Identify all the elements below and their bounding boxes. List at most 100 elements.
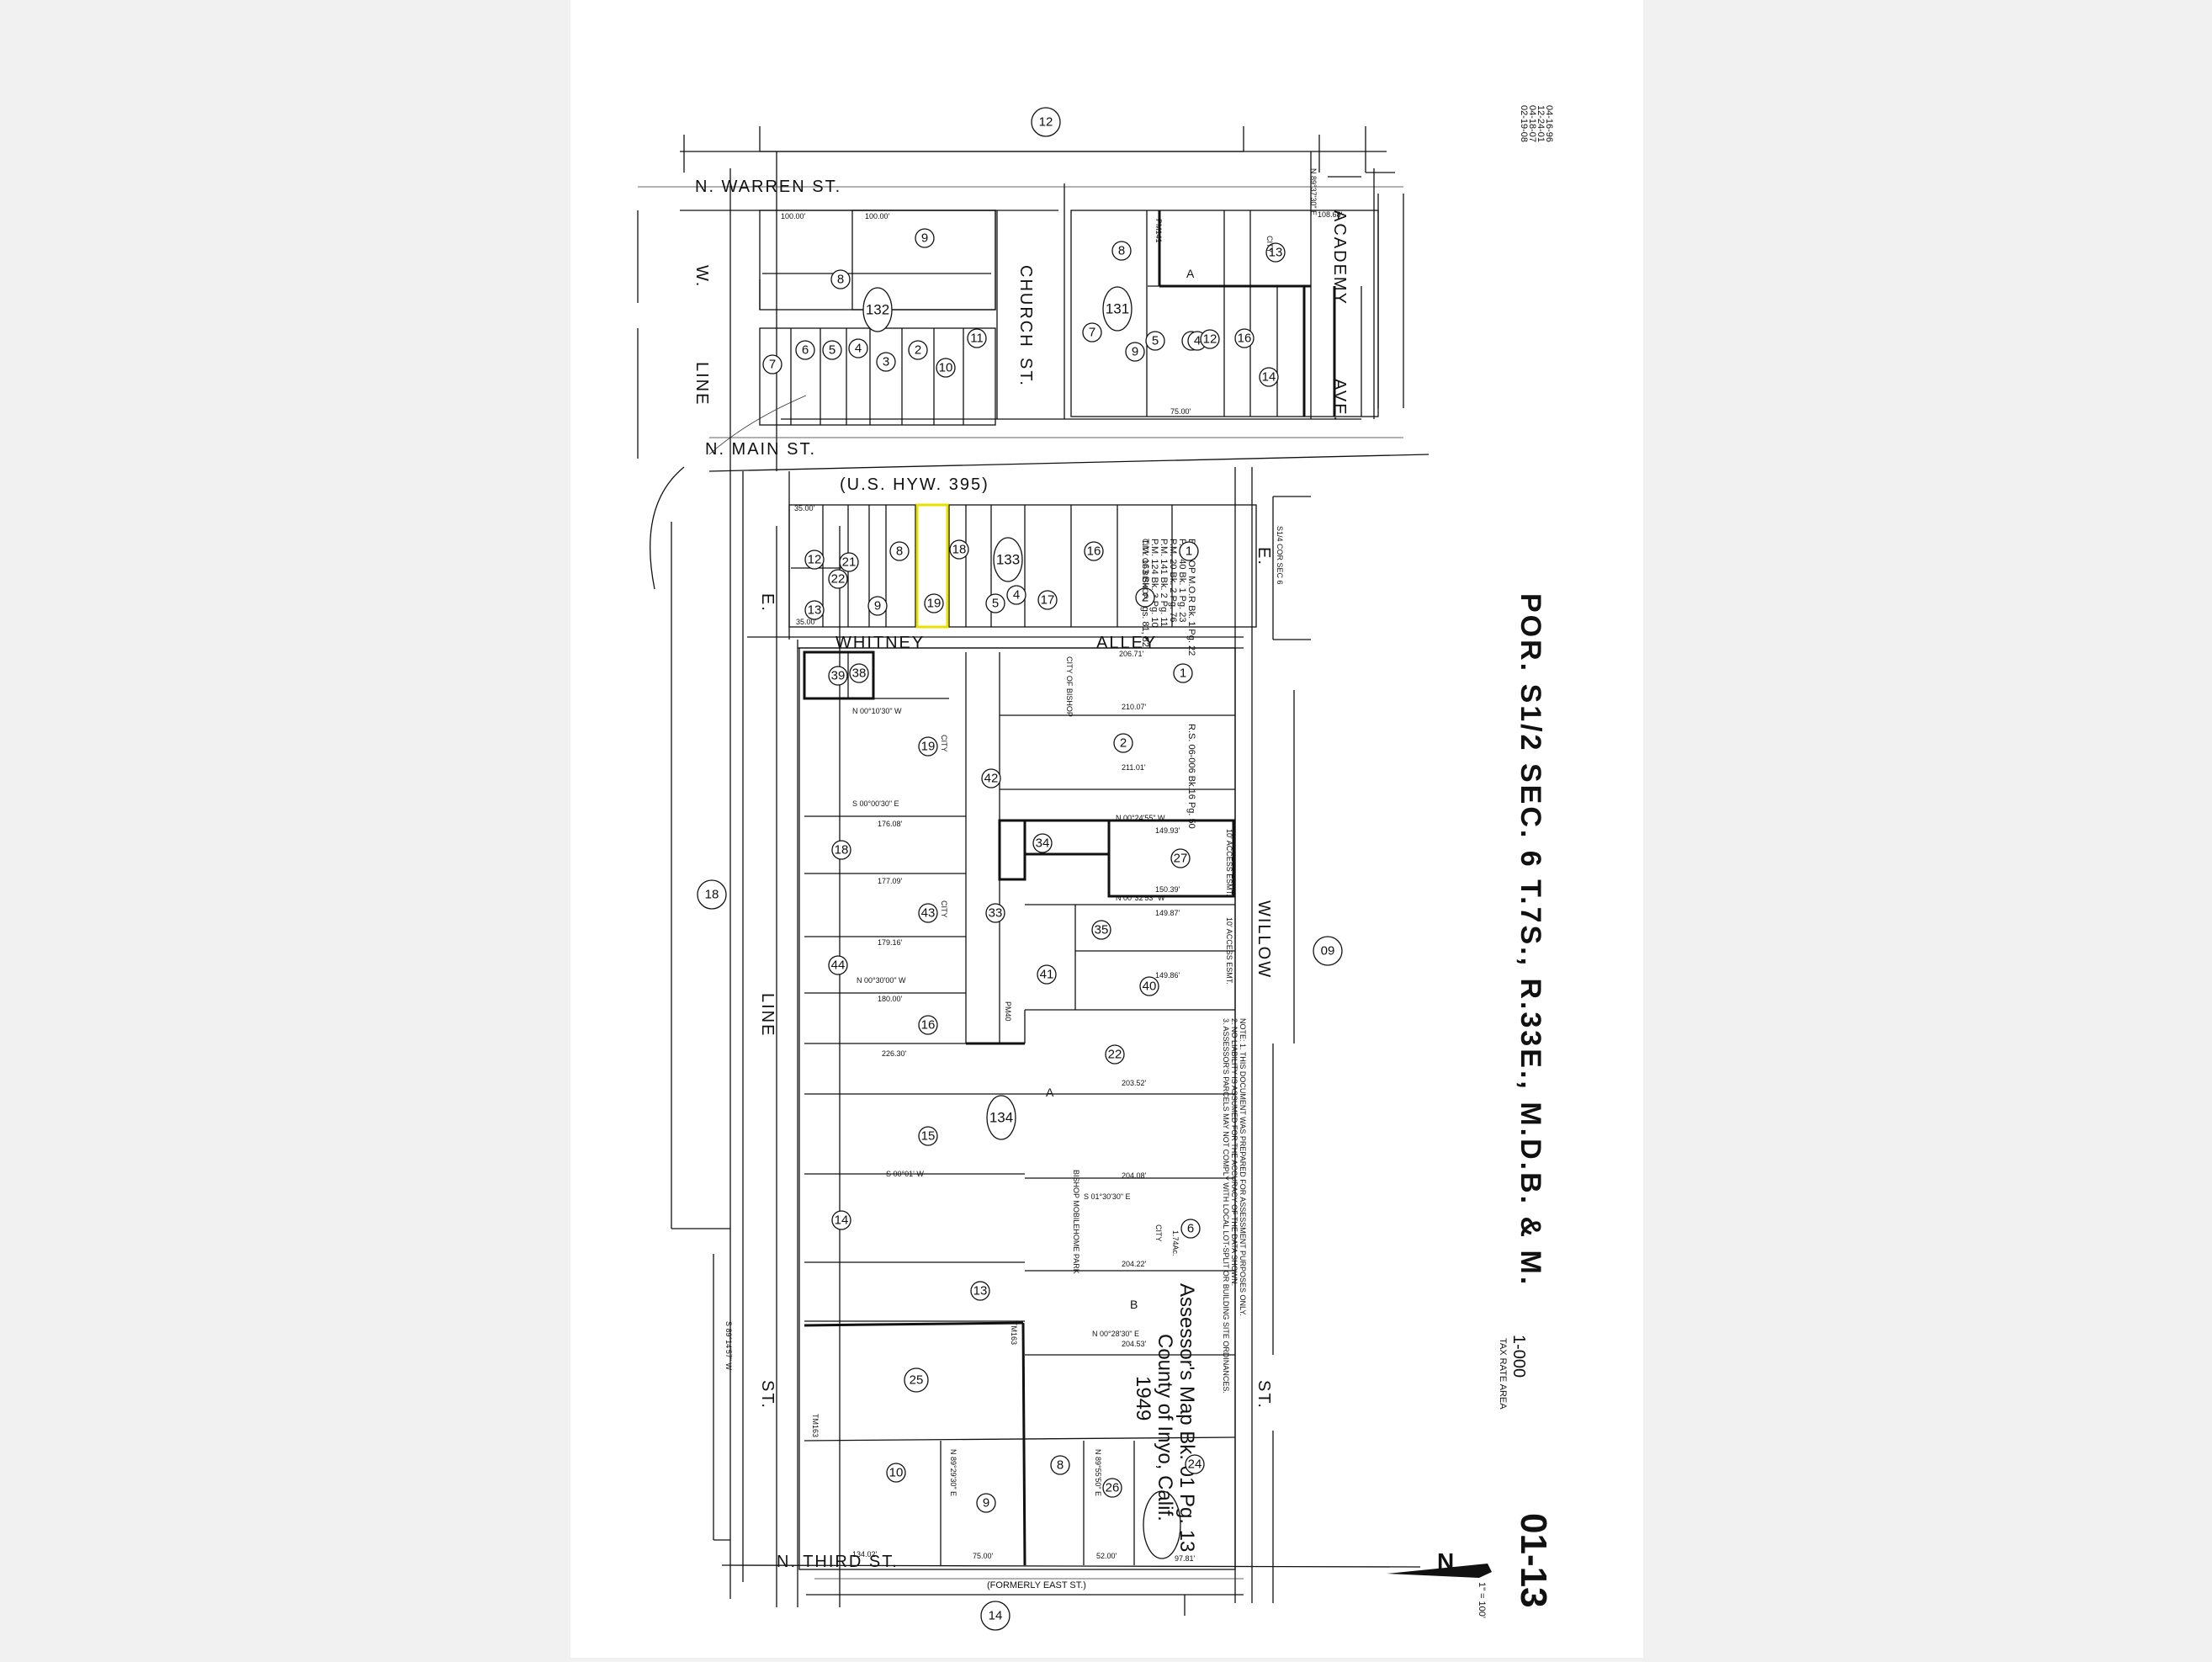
parcel-number: 14 <box>1262 370 1276 385</box>
tax-rate-area: TAX RATE AREA 1-000 <box>1498 1335 1528 1410</box>
adjacent-page-circle[interactable] <box>697 879 727 910</box>
revision-date: 02-19-08 <box>1519 105 1529 142</box>
parcel-circle[interactable] <box>795 340 815 360</box>
parcel-circle[interactable] <box>985 903 1005 923</box>
reference-line: P.M. 141 Bk. 2 Pg. 11 <box>1159 539 1169 627</box>
parcel-number: 9 <box>983 1496 989 1511</box>
parcel-circle[interactable] <box>1139 976 1159 996</box>
parcel-circle[interactable] <box>762 354 782 374</box>
parcel-circle[interactable] <box>1200 329 1220 349</box>
block-number-ellipse[interactable] <box>862 287 893 332</box>
parcel-circle[interactable] <box>908 340 928 360</box>
parcel-circle[interactable] <box>1145 331 1165 351</box>
parcel-number: 13 <box>973 1284 988 1298</box>
parcel-circle[interactable] <box>949 539 969 560</box>
parcel-number: 24 <box>1188 1458 1202 1472</box>
highlighted-parcel[interactable] <box>915 503 949 629</box>
parcel-circle[interactable] <box>1180 1219 1201 1239</box>
street-label-church-st: ST. <box>1016 358 1035 387</box>
bearing-label: N 89°37'30" E <box>1309 168 1318 215</box>
parcel-number: 11 <box>970 332 984 346</box>
parcel-circle[interactable] <box>918 1126 938 1146</box>
block-number-ellipse[interactable] <box>1102 286 1133 332</box>
parcel-circle[interactable] <box>1032 833 1053 853</box>
parcel-circle[interactable] <box>904 1367 929 1393</box>
parcel-number: 39 <box>831 669 846 683</box>
parcel-circle[interactable] <box>1006 585 1026 605</box>
parcel-circle[interactable] <box>889 541 910 561</box>
parcel-circle[interactable] <box>1125 342 1145 362</box>
parcel-number: 6 <box>802 343 809 358</box>
map-page-number: 01-13 <box>1513 1513 1554 1608</box>
parcel-circle[interactable] <box>1135 587 1155 608</box>
parcel-circle[interactable] <box>1084 541 1104 561</box>
block-number-ellipse[interactable] <box>993 537 1023 582</box>
parcels-block-133: 12 13 22 21 9 8 19 18 5 4 17 16 2 1 <box>804 539 1199 620</box>
parcel-circle[interactable] <box>1173 663 1193 683</box>
parcel-circle[interactable] <box>1170 848 1191 868</box>
assessor-stamp <box>1143 1490 1181 1559</box>
parcel-circle[interactable] <box>1111 241 1132 261</box>
parcel-circle[interactable] <box>876 352 896 372</box>
parcel-circle[interactable] <box>831 840 851 860</box>
parcel-circle[interactable] <box>830 269 851 289</box>
parcel-number: 38 <box>852 666 867 681</box>
parcel-circle[interactable] <box>1259 367 1279 387</box>
parcel-circle[interactable] <box>849 663 869 683</box>
parcel-circle[interactable] <box>981 768 1001 789</box>
parcel-circle[interactable] <box>918 903 938 923</box>
dimension-label: 210.07' <box>1122 703 1147 711</box>
parcel-circle[interactable] <box>1037 590 1058 610</box>
parcel-circle[interactable] <box>936 358 956 378</box>
parcel-circle[interactable] <box>1179 541 1199 561</box>
parcel-circle[interactable] <box>828 955 848 975</box>
parcel-circle[interactable] <box>848 338 868 358</box>
adjacent-page-number: 12 <box>1039 115 1053 130</box>
parcels-block-132: 8 9 7 6 5 4 3 2 10 11 <box>762 228 987 378</box>
parcel-circle[interactable] <box>839 552 859 572</box>
bearing-label: N 00°10'30" W <box>852 707 902 715</box>
dimension-label: 211.01' <box>1122 763 1146 772</box>
parcel-circle[interactable] <box>1185 1454 1205 1474</box>
parcel-number: 13 <box>1269 246 1283 260</box>
parcel-circle[interactable] <box>976 1493 996 1513</box>
parcel-circle[interactable] <box>1050 1455 1070 1475</box>
dimension-label: 149.86' <box>1155 971 1180 980</box>
parcel-circle[interactable] <box>831 1210 851 1230</box>
parcel-circle[interactable] <box>1102 1478 1122 1498</box>
parcel-circle[interactable] <box>915 228 935 248</box>
parcel-circle[interactable] <box>804 550 825 570</box>
parcel-circle[interactable] <box>822 340 842 360</box>
parcel-circle[interactable] <box>1265 242 1286 263</box>
street-label-willow: WILLOW <box>1255 900 1273 979</box>
parcel-circle[interactable] <box>924 593 944 613</box>
parcel-circle[interactable] <box>1234 328 1255 348</box>
adjacent-page-number: 18 <box>705 888 719 902</box>
parcel-circle[interactable] <box>886 1463 906 1483</box>
parcel-circle[interactable] <box>828 666 848 686</box>
parcel-circle[interactable] <box>867 596 888 616</box>
block-number-ellipse[interactable] <box>986 1095 1016 1140</box>
parcel-circle[interactable] <box>1113 733 1133 753</box>
section-corner-label: S1/4 COR SEC 6 <box>1276 526 1284 585</box>
adjacent-page-circle[interactable] <box>1313 936 1343 966</box>
adjacent-page-circle[interactable] <box>1031 107 1061 137</box>
parcel-circle[interactable] <box>1037 964 1057 985</box>
parcel-circle[interactable] <box>970 1281 990 1301</box>
parcel-circle[interactable] <box>967 328 987 348</box>
parcel-circle[interactable] <box>1105 1044 1125 1065</box>
parcel-circle[interactable] <box>985 593 1005 613</box>
parcel-number: 42 <box>984 772 999 786</box>
map-references: BISHOP M.O.R Bk. 1 Pg. 22 P.M. 40 Bk. 1 … <box>1140 539 1196 829</box>
parcel-circle[interactable] <box>1091 920 1111 940</box>
parcel-circle[interactable] <box>828 569 848 589</box>
adjacent-page-circle[interactable] <box>980 1601 1011 1631</box>
note-line: 3. ASSESSOR'S PARCELS MAY NOT COMPLY WIT… <box>1222 1018 1230 1394</box>
dimension-label: 204.53' <box>1122 1340 1147 1348</box>
parcel-circle[interactable] <box>1082 322 1102 342</box>
parcel-number: 19 <box>927 597 942 611</box>
parcel-number: 6 <box>1187 1222 1194 1236</box>
parcel-circle[interactable] <box>804 600 825 620</box>
parcel-circle[interactable] <box>918 1015 938 1035</box>
parcel-circle[interactable] <box>918 736 938 757</box>
